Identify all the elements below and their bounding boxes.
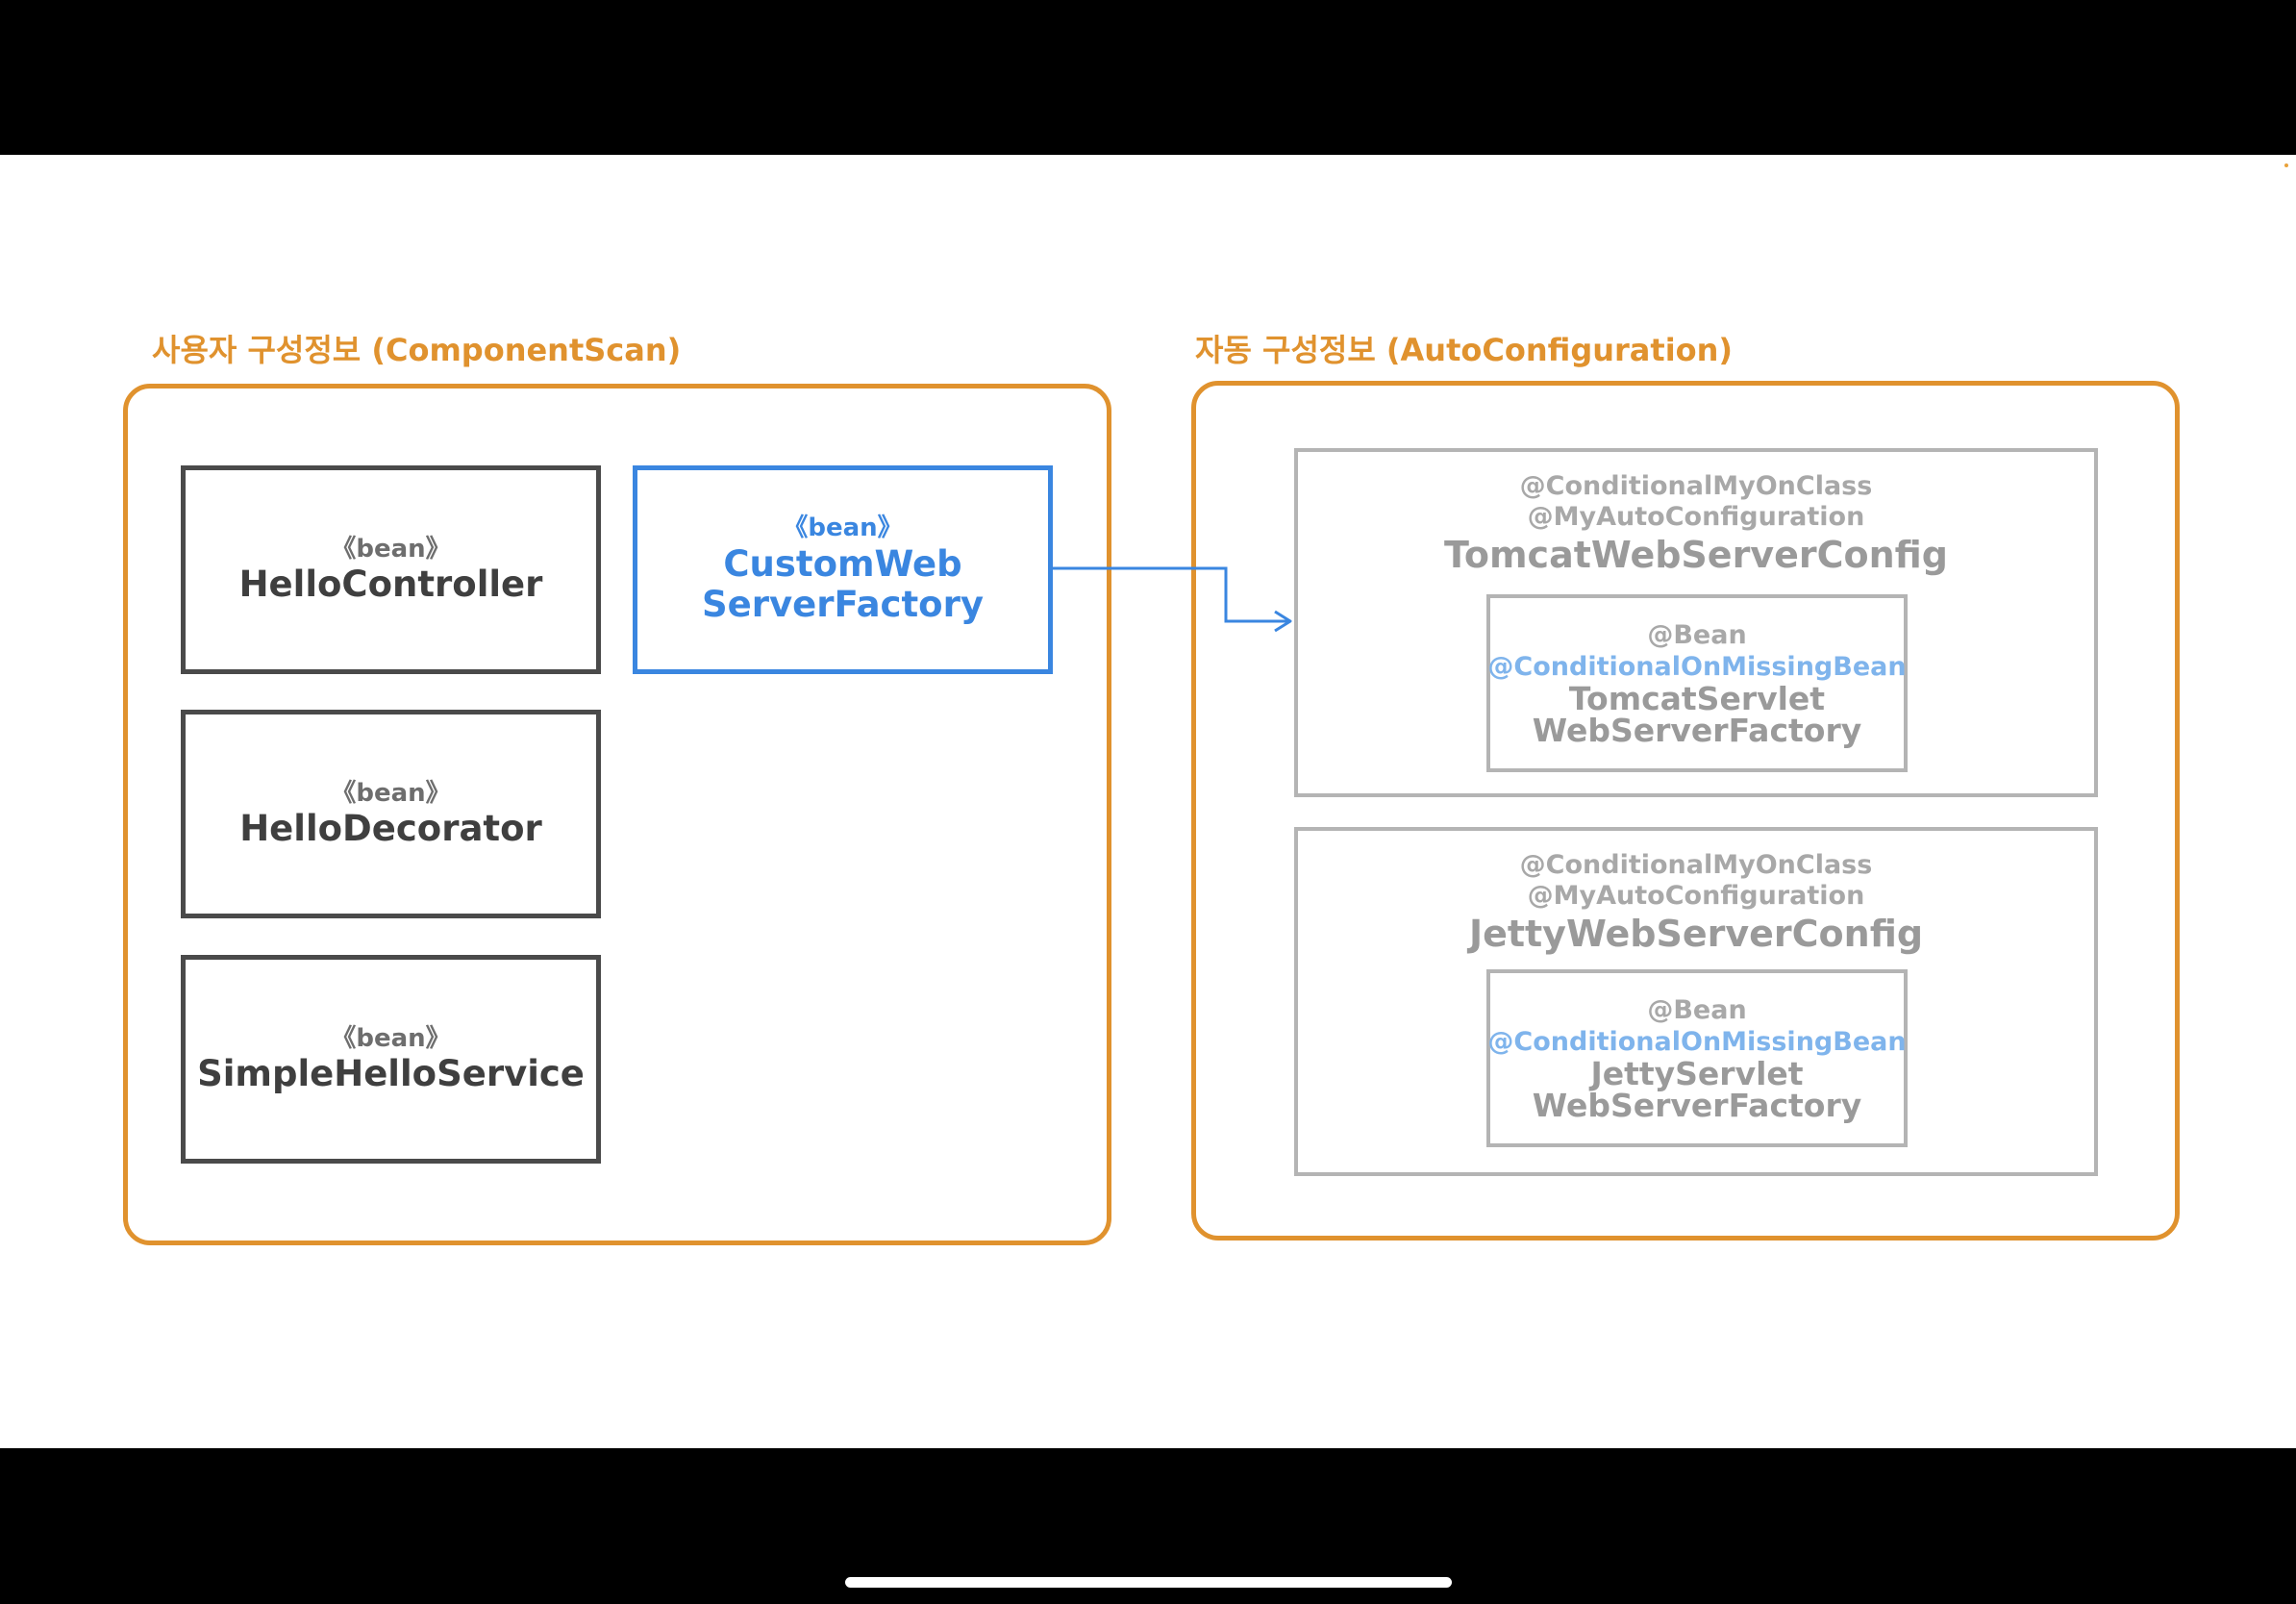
bean-annotation: @Bean xyxy=(1647,620,1747,651)
conditional-on-class-annotation: @ConditionalMyOnClass xyxy=(1519,850,1873,880)
factory-name-line1: TomcatServlet xyxy=(1568,679,1826,717)
jetty-config-box: @ConditionalMyOnClass @MyAutoConfigurati… xyxy=(1294,827,2098,1176)
auto-configuration-annotation: @MyAutoConfiguration xyxy=(1527,881,1865,912)
conditional-on-missing-bean-annotation: @ConditionalOnMissingBean xyxy=(1487,1026,1907,1057)
jetty-factory-bean: @Bean @ConditionalOnMissingBean JettySer… xyxy=(1486,969,1908,1147)
bean-name: HelloController xyxy=(238,563,543,605)
home-indicator[interactable] xyxy=(845,1577,1452,1588)
bean-name-line1: CustomWeb xyxy=(723,542,962,585)
auto-config-group xyxy=(1191,381,2180,1241)
tomcat-config-box: @ConditionalMyOnClass @MyAutoConfigurati… xyxy=(1294,448,2098,797)
bean-name-line2: ServerFactory xyxy=(702,584,984,626)
bean-name: HelloDecorator xyxy=(239,807,542,849)
bean-stereotype: 《bean》 xyxy=(783,514,903,543)
bean-name: SimpleHelloService xyxy=(197,1052,585,1094)
user-config-title: 사용자 구성정보 (ComponentScan) xyxy=(152,332,682,368)
status-dot xyxy=(2284,163,2288,167)
bean-hello-decorator[interactable]: 《bean》 HelloDecorator xyxy=(181,710,601,918)
bean-stereotype: 《bean》 xyxy=(331,534,451,564)
factory-name-line2: WebServerFactory xyxy=(1532,1086,1862,1124)
auto-config-title: 자동 구성정보 (AutoConfiguration) xyxy=(1195,332,1734,368)
conditional-on-class-annotation: @ConditionalMyOnClass xyxy=(1519,471,1873,501)
bean-hello-controller[interactable]: 《bean》 HelloController xyxy=(181,465,601,674)
bean-stereotype: 《bean》 xyxy=(331,778,451,808)
auto-configuration-annotation: @MyAutoConfiguration xyxy=(1527,502,1865,533)
conditional-on-missing-bean-annotation: @ConditionalOnMissingBean xyxy=(1487,651,1907,682)
bean-custom-web-server-factory[interactable]: 《bean》 CustomWeb ServerFactory xyxy=(633,465,1053,674)
bean-stereotype: 《bean》 xyxy=(331,1023,451,1053)
factory-name-line2: WebServerFactory xyxy=(1532,711,1862,749)
factory-name-line1: JettyServlet xyxy=(1590,1054,1804,1092)
tomcat-factory-bean: @Bean @ConditionalOnMissingBean TomcatSe… xyxy=(1486,594,1908,772)
config-name: JettyWebServerConfig xyxy=(1468,912,1924,955)
bean-annotation: @Bean xyxy=(1647,995,1747,1026)
bean-simple-hello-service[interactable]: 《bean》 SimpleHelloService xyxy=(181,955,601,1164)
user-config-group xyxy=(123,384,1111,1245)
config-name: TomcatWebServerConfig xyxy=(1443,533,1949,576)
